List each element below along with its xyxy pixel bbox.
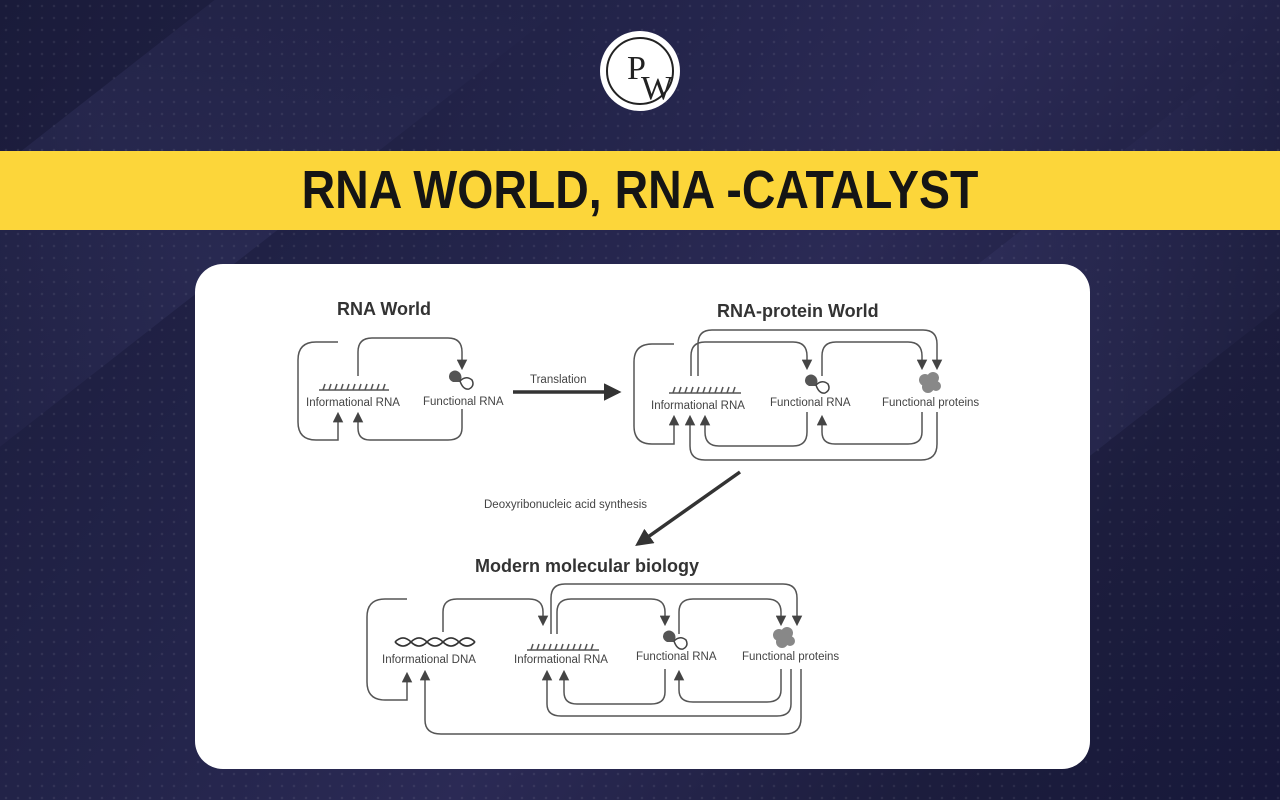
translation-label: Translation <box>530 374 586 386</box>
rp-informational-rna-label: Informational RNA <box>651 400 745 412</box>
rp-self-loop <box>633 343 680 445</box>
modern-dna-double-helix-icon <box>394 637 476 647</box>
modern-informational-dna-label: Informational DNA <box>382 654 476 666</box>
logo-letter-w: W <box>641 70 674 107</box>
modern-biology-title: Modern molecular biology <box>475 556 699 576</box>
rp-informational-rna-bases <box>672 386 736 394</box>
dna-synthesis-label: Deoxyribonucleic acid synthesis <box>484 499 647 511</box>
logo-ring: P W <box>606 37 674 107</box>
modern-outer-loop-top <box>550 583 803 634</box>
modern-loop-functional-rna-to-proteins <box>678 598 787 634</box>
modern-loop-proteins-back-rna <box>541 669 792 717</box>
rna-world-diagram: RNA World Informational RNA Functional R… <box>297 299 979 735</box>
modern-loop-back-informational-rna <box>558 669 666 705</box>
rp-outer-loop-bottom <box>684 412 938 461</box>
pw-logo: P W <box>600 31 680 111</box>
modern-informational-rna-bases <box>530 643 594 651</box>
modern-loop-proteins-back-functional-rna <box>673 669 782 703</box>
rna-world-loop-bottom <box>352 409 463 441</box>
diagram-card: RNA World Informational RNA Functional R… <box>195 264 1090 769</box>
rp-outer-loop-top <box>697 329 943 376</box>
modern-outer-loop-bottom <box>419 669 802 735</box>
title-banner: RNA WORLD, RNA -CATALYST <box>0 151 1280 230</box>
modern-functional-protein-icon <box>773 627 795 648</box>
rna-world-functional-rna-icon <box>449 370 474 390</box>
rp-loop-back-functional <box>699 412 808 447</box>
page-title: RNA WORLD, RNA -CATALYST <box>301 160 979 220</box>
dna-synthesis-arrow <box>635 470 742 547</box>
rna-world-informational-rna-label: Informational RNA <box>306 397 400 409</box>
modern-dna-self-loop <box>366 598 413 701</box>
rna-world-functional-rna-label: Functional RNA <box>423 396 504 408</box>
logo-letter-p: P <box>627 50 646 87</box>
rp-functional-protein-icon <box>919 372 941 393</box>
modern-functional-rna-label: Functional RNA <box>636 651 717 663</box>
modern-functional-rna-icon <box>663 630 688 650</box>
modern-informational-rna-label: Informational RNA <box>514 654 608 666</box>
rp-functional-rna-icon <box>805 374 830 394</box>
rna-world-informational-rna-bases <box>322 383 386 391</box>
rna-world-self-loop <box>297 341 344 441</box>
modern-functional-proteins-label: Functional proteins <box>742 651 839 663</box>
rna-world-loop-top <box>357 337 468 376</box>
rp-functional-rna-label: Functional RNA <box>770 397 851 409</box>
rp-loop-proteins-back-functional-rna <box>816 412 923 445</box>
rp-loop-to-functional-rna <box>690 341 813 376</box>
rp-functional-proteins-label: Functional proteins <box>882 397 979 409</box>
rp-loop-rna-to-proteins <box>821 341 928 376</box>
rna-protein-world-title: RNA-protein World <box>717 301 879 321</box>
modern-loop-rna-to-functional-rna <box>556 598 671 634</box>
rna-world-title: RNA World <box>337 299 431 319</box>
modern-loop-dna-to-rna <box>442 598 549 632</box>
